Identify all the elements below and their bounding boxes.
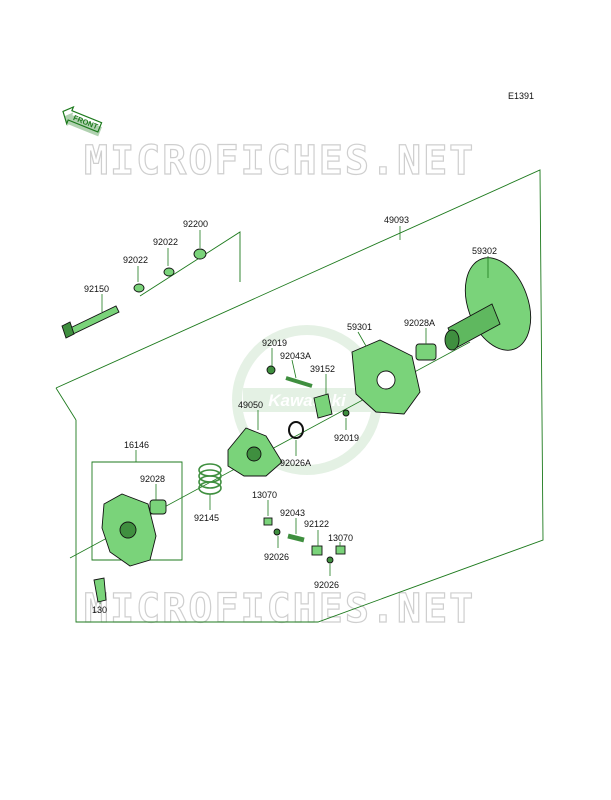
movable-sheave-59301	[351, 339, 421, 415]
label-92028a: 92028A	[404, 318, 435, 328]
label-49050: 49050	[238, 400, 263, 410]
cover-16146	[101, 493, 157, 567]
ring-92019-b	[342, 409, 350, 417]
label-92026a: 92026A	[280, 458, 311, 468]
spider-49050	[227, 427, 283, 477]
bushing-92122	[311, 545, 323, 556]
label-13070-right: 13070	[328, 533, 353, 543]
label-92019-upper: 92019	[262, 338, 287, 348]
label-92019-lower: 92019	[334, 433, 359, 443]
label-92026-left: 92026	[264, 552, 289, 562]
label-92200: 92200	[183, 219, 208, 229]
roller-13070-b	[335, 545, 346, 555]
label-92122: 92122	[304, 519, 329, 529]
roller-13070-a	[263, 517, 273, 526]
leader-lines	[99, 226, 489, 604]
logo-text: Kawasaki	[268, 391, 347, 410]
label-92028: 92028	[140, 474, 165, 484]
diagram-code: E1391	[508, 91, 534, 101]
label-92022-lower: 92022	[123, 255, 148, 265]
bolt-130	[93, 577, 107, 603]
label-39152: 39152	[310, 364, 335, 374]
label-92043: 92043	[280, 508, 305, 518]
cover-group-frame	[91, 461, 183, 561]
washer-92022-b	[163, 267, 175, 277]
washer-92022-a	[133, 283, 145, 293]
label-92026-right: 92026	[314, 580, 339, 590]
watermark-top: MICROFICHES.NET	[84, 138, 475, 184]
label-59301: 59301	[347, 322, 372, 332]
ring-92026-c	[326, 556, 334, 564]
washer-92200	[193, 248, 207, 260]
weight-arm-39152	[313, 393, 333, 419]
label-92022-upper: 92022	[153, 237, 178, 247]
ring-92019-a	[266, 365, 276, 375]
label-49093: 49093	[384, 215, 409, 225]
ring-92026-b	[273, 528, 281, 536]
spring-92145	[198, 463, 222, 495]
label-130: 130	[92, 605, 107, 615]
front-arrow-icon: FRONT	[62, 105, 103, 137]
bushing-92028a	[415, 343, 437, 361]
label-16146: 16146	[124, 440, 149, 450]
watermark-bottom: MICROFICHES.NET	[84, 586, 475, 632]
label-92145: 92145	[194, 513, 219, 523]
assembly-frame	[55, 169, 544, 623]
bushing-92028	[149, 499, 167, 515]
fixed-sheave-59302	[444, 257, 532, 351]
pin-92043a	[285, 376, 313, 388]
label-59302: 59302	[472, 246, 497, 256]
pin-92043	[287, 533, 305, 543]
label-92150: 92150	[84, 284, 109, 294]
label-13070-left: 13070	[252, 490, 277, 500]
ring-92026a	[288, 421, 304, 439]
label-92043a: 92043A	[280, 351, 311, 361]
bolt-92150	[61, 305, 120, 339]
